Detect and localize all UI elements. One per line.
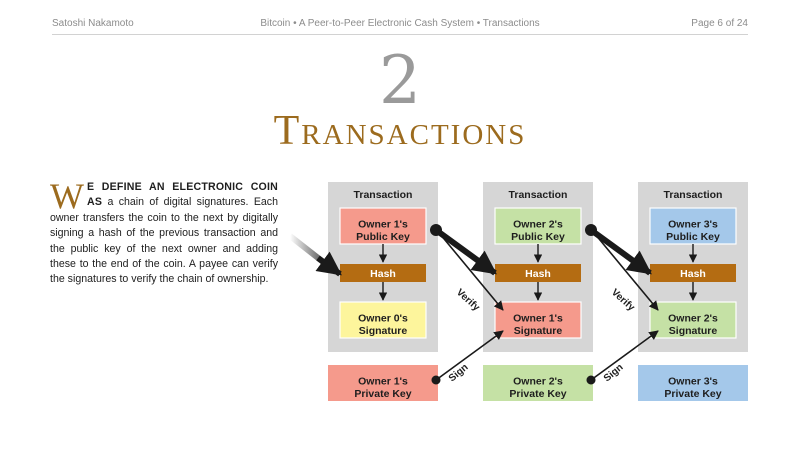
hash-label: Hash	[525, 268, 551, 280]
drop-cap: W	[50, 176, 84, 216]
verify-label: Verify	[454, 287, 482, 314]
public-key-box	[494, 207, 582, 245]
chapter-title: Transactions	[273, 108, 527, 154]
header-author: Satoshi Nakamoto	[52, 18, 134, 29]
signature-box	[494, 301, 582, 339]
panel-title: Transaction	[354, 189, 413, 201]
incoming-hash-arrow	[315, 251, 342, 277]
header-page-number: Page 6 of 24	[691, 18, 748, 29]
signature-box	[339, 301, 427, 339]
sign-arrow	[590, 330, 659, 381]
panel-title: Transaction	[664, 189, 723, 201]
lead-in-text: e define an electronic coin as	[86, 181, 278, 209]
body-paragraph: We define an electronic coin as a chain …	[50, 176, 278, 288]
verify-label: Verify	[609, 287, 637, 314]
verify-arrow	[439, 233, 504, 311]
panel-title: Transaction	[509, 189, 568, 201]
chapter-number: 2	[379, 42, 421, 119]
sign-label: Sign	[447, 362, 471, 384]
verify-arrow	[594, 233, 659, 311]
hash-box	[495, 264, 581, 282]
sign-label: Sign	[602, 362, 626, 384]
hash-box	[650, 264, 736, 282]
private-key-box	[483, 365, 593, 401]
sign-arrow	[435, 330, 504, 381]
public-key-to-hash-arrow	[589, 227, 652, 276]
paragraph-text: a chain of digital signatures. Each owne…	[50, 196, 278, 286]
hash-label: Hash	[370, 268, 396, 280]
header-title: Bitcoin • A Peer-to-Peer Electronic Cash…	[260, 18, 540, 29]
hash-label: Hash	[680, 268, 706, 280]
private-key-box	[328, 365, 438, 401]
public-key-box	[339, 207, 427, 245]
signature-box	[649, 301, 737, 339]
running-header: Satoshi Nakamoto Bitcoin • A Peer-to-Pee…	[52, 18, 748, 35]
hash-box	[340, 264, 426, 282]
public-key-to-hash-arrow	[434, 227, 497, 276]
private-key-box	[638, 365, 748, 401]
